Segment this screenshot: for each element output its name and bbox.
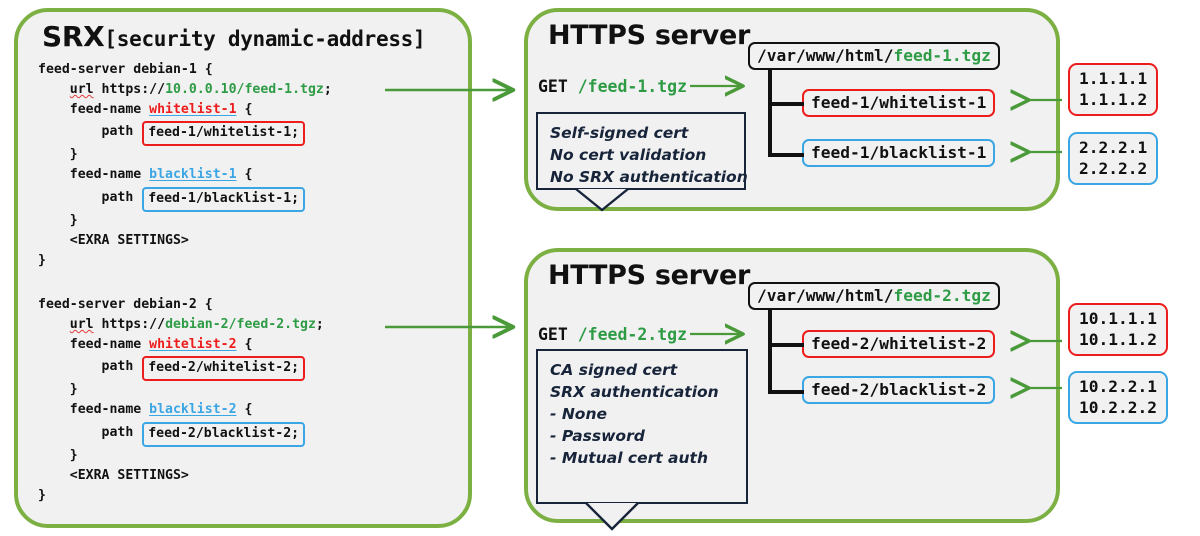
cfg2-feedname-white: whitelist-2 [149, 337, 237, 353]
cfg2-feedname-black-kw: feed-name [69, 402, 150, 418]
cfg1-path-black-kw: path [101, 189, 142, 205]
blacklist-ip-2-2: 10.2.2.2 [1079, 398, 1157, 417]
cert-callout-1-tail [575, 188, 629, 212]
tree-trunk-1 [768, 68, 772, 157]
cfg1-feedname-black-brace: { [236, 167, 253, 183]
cfg1-url-suffix: ; [323, 82, 332, 98]
cfg1-feedname-black: blacklist-1 [149, 167, 237, 183]
cfg2-close-white: } [69, 382, 78, 398]
blacklist-ip-1-2: 2.2.2.2 [1079, 159, 1148, 178]
file-path-file-2: feed-2.tgz [893, 286, 991, 305]
whitelist-ip-2-1: 10.1.1.1 [1079, 309, 1157, 328]
blacklist-node-2: feed-2/blacklist-2 [802, 376, 996, 404]
get-method-1: GET [538, 77, 568, 96]
cert-callout-1-line-1: Self-signed cert [550, 124, 689, 142]
cert-callout-2-line-1: CA signed cert [550, 361, 678, 379]
cfg1-feedname-white-kw: feed-name [69, 102, 150, 118]
cert-callout-1-line-2: No cert validation [550, 146, 707, 164]
whitelist-node-1: feed-1/whitelist-1 [802, 89, 996, 117]
cfg2-path-white-kw: path [101, 359, 142, 375]
get-method-2: GET [538, 325, 568, 344]
blacklist-ip-2-1: 10.2.2.1 [1079, 377, 1157, 396]
cfg2-feedname-black: blacklist-2 [149, 402, 237, 418]
cfg2-url-suffix: ; [315, 317, 324, 333]
https-panel-1-title: HTTPS server [548, 20, 751, 51]
tree-branch-whitelist-2 [768, 343, 804, 347]
get-path-1: /feed-1.tgz [577, 77, 688, 96]
get-path-2: /feed-2.tgz [577, 325, 688, 344]
cfg2-feedname-black-brace: { [236, 402, 253, 418]
cert-callout-2-line-2: SRX authentication [550, 383, 719, 401]
srx-config-block-2: feed-server debian-2 { url https://debia… [38, 295, 324, 506]
cfg1-close-server: } [38, 252, 46, 268]
tree-branch-blacklist-1 [768, 153, 804, 157]
file-path-prefix-2: /var/www/html/ [757, 286, 894, 305]
cfg1-url-keyword: url [69, 82, 94, 98]
cfg1-path-white-value: feed-1/whitelist-1; [142, 121, 306, 147]
cert-callout-2-line-3: - None [550, 405, 607, 423]
whitelist-ip-1-2: 1.1.1.2 [1079, 90, 1148, 109]
file-path-prefix-1: /var/www/html/ [757, 46, 894, 65]
cert-callout-1: Self-signed cert No cert validation No S… [536, 112, 748, 190]
whitelist-ip-box-2: 10.1.1.1 10.1.1.2 [1068, 303, 1168, 356]
whitelist-ip-box-1: 1.1.1.1 1.1.1.2 [1068, 63, 1159, 116]
cfg1-feedname-white: whitelist-1 [149, 102, 237, 118]
cfg2-url-keyword: url [69, 317, 94, 333]
whitelist-ip-2-2: 10.1.1.2 [1079, 330, 1157, 349]
cfg1-path-white-kw: path [101, 124, 142, 140]
cfg2-close-black: } [69, 447, 78, 463]
cert-callout-2-tail [585, 502, 639, 531]
blacklist-ip-box-2: 10.2.2.1 10.2.2.2 [1068, 371, 1168, 424]
srx-title-main: SRX [42, 20, 105, 53]
https-panel-2-title: HTTPS server [548, 260, 751, 291]
cfg1-close-black: } [69, 212, 78, 228]
file-path-node-1: /var/www/html/feed-1.tgz [748, 42, 1000, 70]
file-path-node-2: /var/www/html/feed-2.tgz [748, 282, 1000, 310]
cfg1-server-line: feed-server debian-1 { [38, 62, 213, 77]
blacklist-node-1: feed-1/blacklist-1 [802, 139, 996, 167]
cfg1-url-prefix: https:// [93, 82, 166, 98]
cert-callout-2-line-5: - Mutual cert auth [550, 449, 708, 467]
cfg2-path-white-value: feed-2/whitelist-2; [142, 356, 306, 382]
cfg1-feedname-white-brace: { [236, 102, 253, 118]
cfg1-path-black-value: feed-1/blacklist-1; [142, 186, 306, 212]
cert-callout-1-line-3: No SRX authentication [550, 168, 748, 186]
file-path-file-1: feed-1.tgz [893, 46, 991, 65]
whitelist-node-2: feed-2/whitelist-2 [802, 330, 996, 358]
cfg2-server-line: feed-server debian-2 { [38, 297, 213, 312]
get-request-1: GET /feed-1.tgz [538, 77, 687, 96]
srx-panel-title: SRX[security dynamic-address] [42, 20, 426, 53]
cfg2-feedname-white-kw: feed-name [69, 337, 150, 353]
cert-callout-2: CA signed cert SRX authentication - None… [536, 349, 748, 504]
whitelist-ip-1-1: 1.1.1.1 [1079, 69, 1148, 88]
cfg1-extra-settings: <EXRA SETTINGS> [69, 232, 189, 248]
tree-branch-whitelist-1 [768, 102, 804, 106]
cfg2-url-prefix: https:// [93, 317, 166, 333]
blacklist-ip-box-1: 2.2.2.1 2.2.2.2 [1068, 132, 1159, 185]
cfg1-close-white: } [69, 147, 78, 163]
cfg2-url-value: debian-2/feed-2.tgz [165, 317, 316, 333]
cfg1-feedname-black-kw: feed-name [69, 167, 150, 183]
srx-config-block-1: feed-server debian-1 { url https://10.0.… [38, 60, 332, 271]
tree-branch-blacklist-2 [768, 390, 804, 394]
srx-title-bracket: [security dynamic-address] [104, 27, 426, 51]
cfg2-extra-settings: <EXRA SETTINGS> [69, 467, 189, 483]
cfg2-close-server: } [38, 487, 46, 503]
cfg1-url-value: 10.0.0.10/feed-1.tgz [165, 82, 324, 98]
cfg2-path-black-value: feed-2/blacklist-2; [142, 421, 306, 447]
cfg2-feedname-white-brace: { [236, 337, 253, 353]
blacklist-ip-1-1: 2.2.2.1 [1079, 138, 1148, 157]
cert-callout-2-line-4: - Password [550, 427, 645, 445]
tree-trunk-2 [768, 308, 772, 394]
get-request-2: GET /feed-2.tgz [538, 325, 687, 344]
cfg2-path-black-kw: path [101, 424, 142, 440]
